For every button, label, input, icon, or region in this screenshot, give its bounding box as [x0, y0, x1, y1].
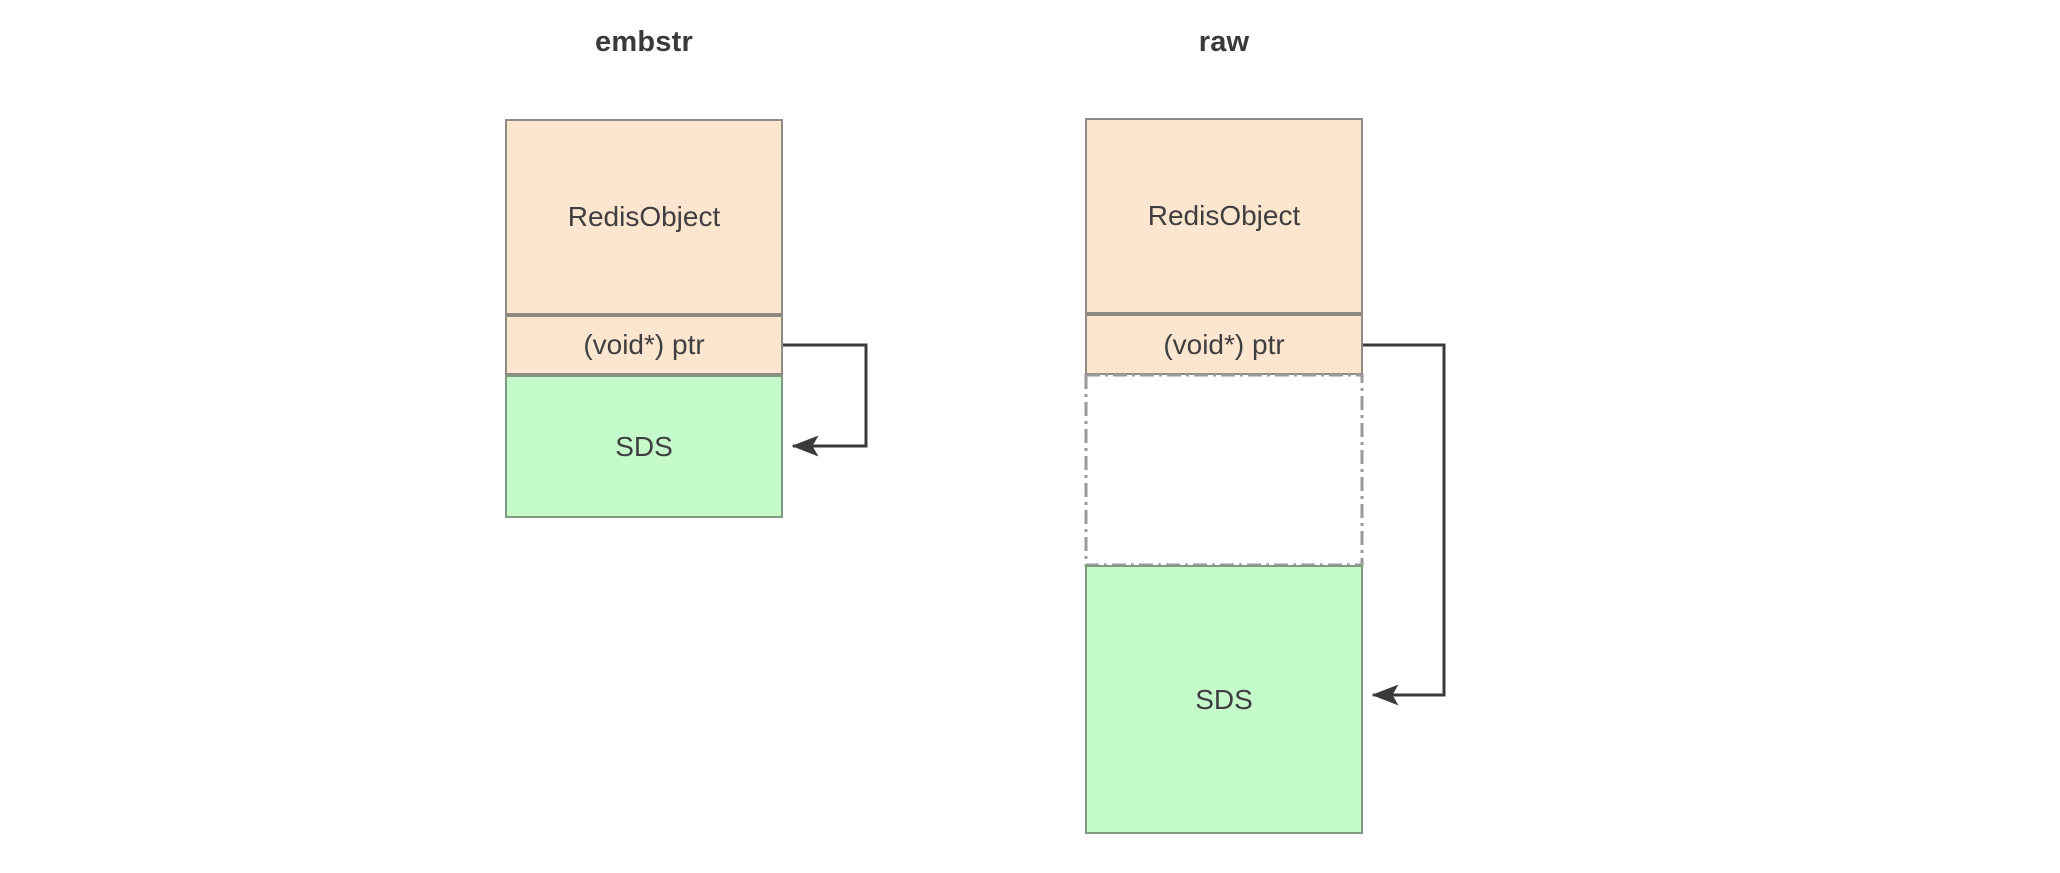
raw-pointer-arrow — [1363, 343, 1446, 706]
raw-gap-dashdot-block — [1084, 373, 1364, 567]
column-title-embstr: embstr — [595, 26, 693, 58]
embstr-sds-block: SDS — [505, 375, 783, 518]
raw-sds-block: SDS — [1085, 565, 1363, 834]
raw-sds-label: SDS — [1195, 683, 1253, 715]
embstr-ptr-label: (void*) ptr — [583, 329, 705, 360]
column-title-raw: raw — [1198, 26, 1250, 58]
embstr-pointer-arrow — [783, 343, 868, 457]
raw-ptr-label: (void*) ptr — [1163, 328, 1285, 360]
embstr-redisobject-label: RedisObject — [567, 201, 721, 232]
embstr-ptr-block: (void*) ptr — [505, 315, 783, 375]
embstr-redisobject-block: RedisObject — [505, 119, 783, 315]
raw-redisobject-block: RedisObject — [1085, 118, 1363, 314]
raw-redisobject-label: RedisObject — [1147, 200, 1301, 231]
embstr-sds-label: SDS — [615, 430, 673, 462]
raw-ptr-block: (void*) ptr — [1085, 314, 1363, 375]
